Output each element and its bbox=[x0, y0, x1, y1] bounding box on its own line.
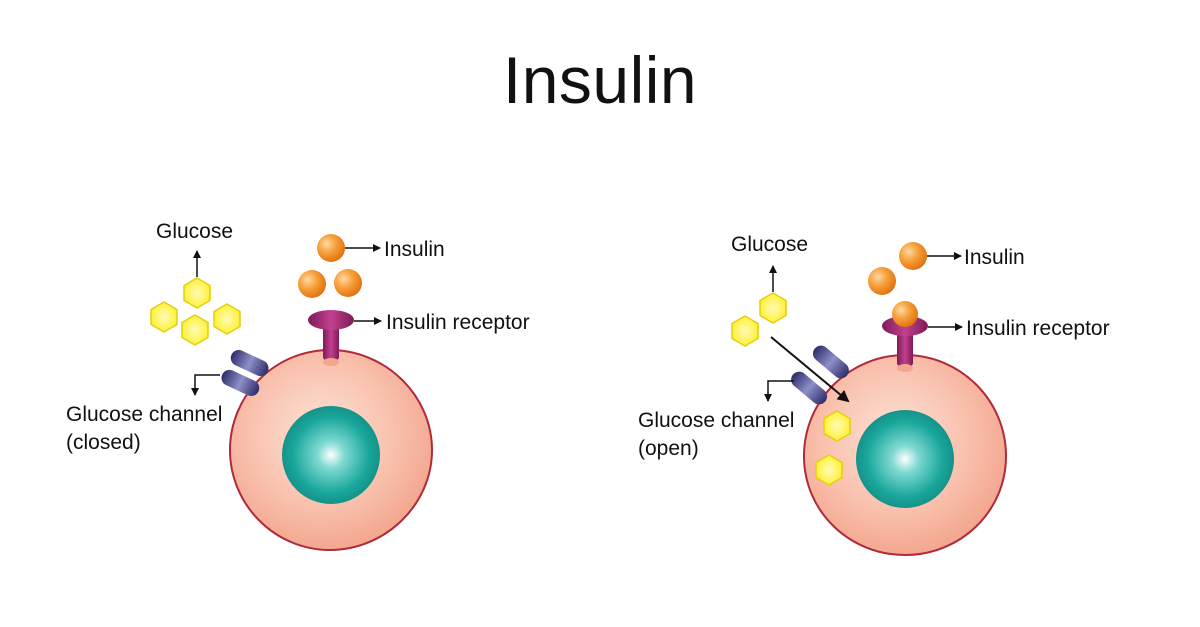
insulin-label: Insulin bbox=[964, 246, 1025, 269]
channel-state-label: (open) bbox=[638, 437, 699, 460]
insulin-molecule bbox=[868, 267, 896, 295]
nucleus bbox=[856, 410, 954, 508]
channel-label: Glucose channel bbox=[638, 409, 794, 432]
insulin-receptor bbox=[308, 310, 354, 366]
receptor-label: Insulin receptor bbox=[386, 311, 530, 334]
channel-leader bbox=[191, 374, 220, 396]
glucose-molecule bbox=[150, 301, 178, 333]
receptor-label: Insulin receptor bbox=[966, 317, 1110, 340]
channel-state-label: (closed) bbox=[66, 431, 141, 454]
insulin-molecule bbox=[298, 270, 326, 298]
panel-closed: Glucose Insulin Insulin receptor Glucose… bbox=[66, 220, 530, 552]
glucose-molecule bbox=[213, 303, 241, 335]
glucose-molecule bbox=[759, 292, 787, 324]
glucose-channel-closed bbox=[221, 349, 269, 397]
insulin-label: Insulin bbox=[384, 238, 445, 261]
channel-label: Glucose channel bbox=[66, 403, 222, 426]
glucose-molecules bbox=[150, 277, 241, 346]
glucose-channel-open bbox=[791, 345, 849, 405]
glucose-molecule bbox=[183, 277, 211, 309]
insulin-molecule bbox=[334, 269, 362, 297]
glucose-molecule-inside bbox=[823, 410, 851, 442]
insulin-molecule-bound bbox=[892, 301, 918, 327]
insulin-molecule bbox=[899, 242, 927, 270]
nucleus bbox=[282, 406, 380, 504]
glucose-label: Glucose bbox=[731, 233, 808, 256]
glucose-molecule bbox=[731, 315, 759, 347]
glucose-molecule bbox=[181, 314, 209, 346]
channel-leader bbox=[764, 380, 794, 402]
glucose-entry-arrow bbox=[770, 336, 850, 403]
insulin-molecule bbox=[317, 234, 345, 262]
panel-open: Glucose Insulin Insulin receptor Glucose… bbox=[638, 233, 1110, 557]
glucose-molecule-inside bbox=[815, 454, 843, 486]
diagram-title: Insulin bbox=[502, 43, 698, 117]
glucose-label: Glucose bbox=[156, 220, 233, 243]
